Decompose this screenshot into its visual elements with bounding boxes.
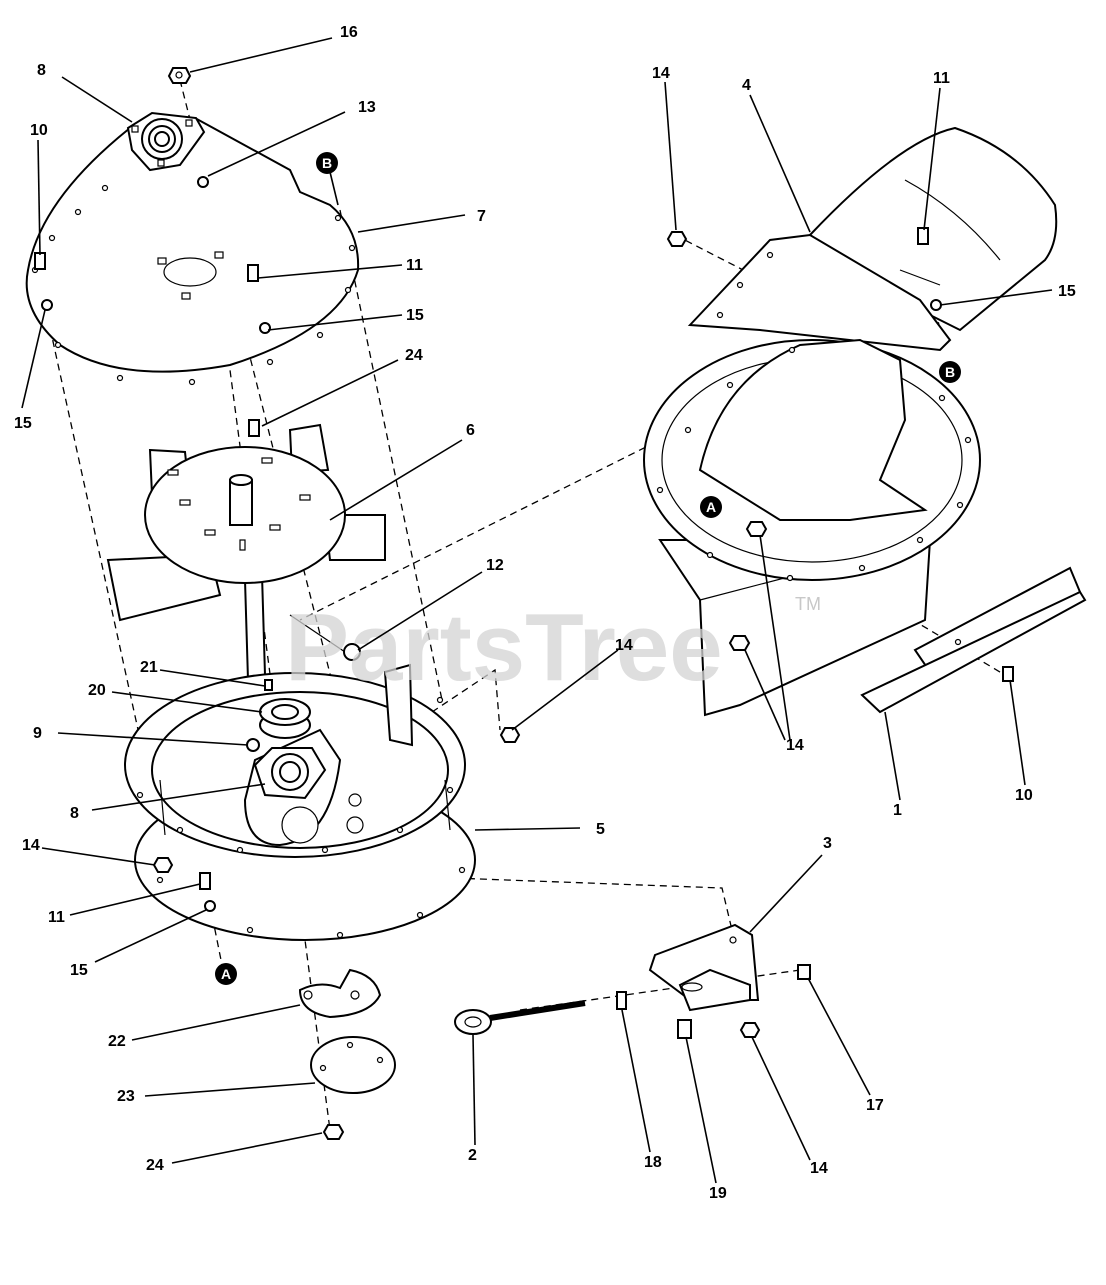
right-deflector-housing <box>643 338 981 717</box>
callout-14: 14 <box>615 637 633 654</box>
callout-16: 16 <box>340 24 358 41</box>
callout-11: 11 <box>48 909 65 926</box>
ref-badge-b-right: B <box>939 361 961 383</box>
right-hardware <box>666 227 942 651</box>
callout-23: 23 <box>117 1088 135 1105</box>
callout-14: 14 <box>22 837 40 854</box>
part-19-clip <box>677 1019 692 1039</box>
callout-11: 11 <box>933 70 950 87</box>
callout-14: 14 <box>810 1160 828 1177</box>
part-18-washer <box>616 991 627 1010</box>
watermark-tm: TM <box>795 594 821 614</box>
callout-22: 22 <box>108 1033 126 1050</box>
part-8-lower-bearing <box>253 747 327 800</box>
callout-2: 2 <box>468 1147 477 1164</box>
callout-19: 19 <box>709 1185 727 1202</box>
callout-8: 8 <box>37 62 46 79</box>
callout-24: 24 <box>146 1157 164 1174</box>
part-1-deflector-blade <box>860 566 1087 714</box>
callout-6: 6 <box>466 422 475 439</box>
callout-13: 13 <box>358 99 376 116</box>
svg-text:A: A <box>221 966 231 982</box>
callout-15: 15 <box>70 962 88 979</box>
callout-1: 1 <box>893 802 902 819</box>
part-2-eyebolt <box>454 1000 586 1035</box>
callout-8: 8 <box>70 805 79 822</box>
callout-11: 11 <box>406 257 423 274</box>
callout-15: 15 <box>14 415 32 432</box>
part-4-chute <box>687 126 1058 352</box>
callout-24: 24 <box>405 347 423 364</box>
svg-text:A: A <box>706 499 716 515</box>
callout-10: 10 <box>1015 787 1033 804</box>
part-8-upper-bearing <box>126 111 206 172</box>
part-17-nut <box>797 964 811 980</box>
callout-10: 10 <box>30 122 48 139</box>
housing-hardware <box>152 727 521 912</box>
callout-15: 15 <box>406 307 424 324</box>
watermark-text: PartsTree <box>285 594 723 701</box>
part-21-setscrew <box>264 679 273 691</box>
callout-15: 15 <box>1058 283 1076 300</box>
part-23-disc <box>310 1036 396 1094</box>
callout-5: 5 <box>596 821 605 838</box>
svg-text:B: B <box>322 155 332 171</box>
deflector-holes <box>656 346 972 582</box>
callout-9: 9 <box>33 725 42 742</box>
callout-14: 14 <box>786 737 804 754</box>
part-12-bolt <box>289 614 361 661</box>
callout-3: 3 <box>823 835 832 852</box>
part-22-clip <box>298 968 382 1019</box>
part-6-impeller <box>106 423 386 682</box>
ref-badge-a-right: A <box>700 496 722 518</box>
callout-labels: 16 8 13 10 7 11 15 15 24 6 12 21 20 9 8 … <box>14 24 1076 1202</box>
callout-7: 7 <box>477 208 486 225</box>
callout-17: 17 <box>866 1097 884 1114</box>
callout-14: 14 <box>652 65 670 82</box>
part-7-top-cover <box>25 116 360 386</box>
callout-18: 18 <box>644 1154 662 1171</box>
callout-21: 21 <box>140 659 158 676</box>
top-cover-hardware <box>34 67 271 437</box>
part-9-pin <box>246 738 260 752</box>
housing-holes <box>136 696 466 939</box>
callout-12: 12 <box>486 557 504 574</box>
part-24-nut <box>322 1124 345 1140</box>
callout-4: 4 <box>742 77 751 94</box>
svg-text:B: B <box>945 364 955 380</box>
ref-badge-b-left: B <box>316 152 338 174</box>
callout-20: 20 <box>88 682 106 699</box>
part-3-bracket <box>648 923 761 1038</box>
ref-badge-a-left: A <box>215 963 237 985</box>
leader-lines <box>21 37 1053 1184</box>
part-20-collar <box>259 698 311 739</box>
cover-edge-holes <box>31 184 356 386</box>
